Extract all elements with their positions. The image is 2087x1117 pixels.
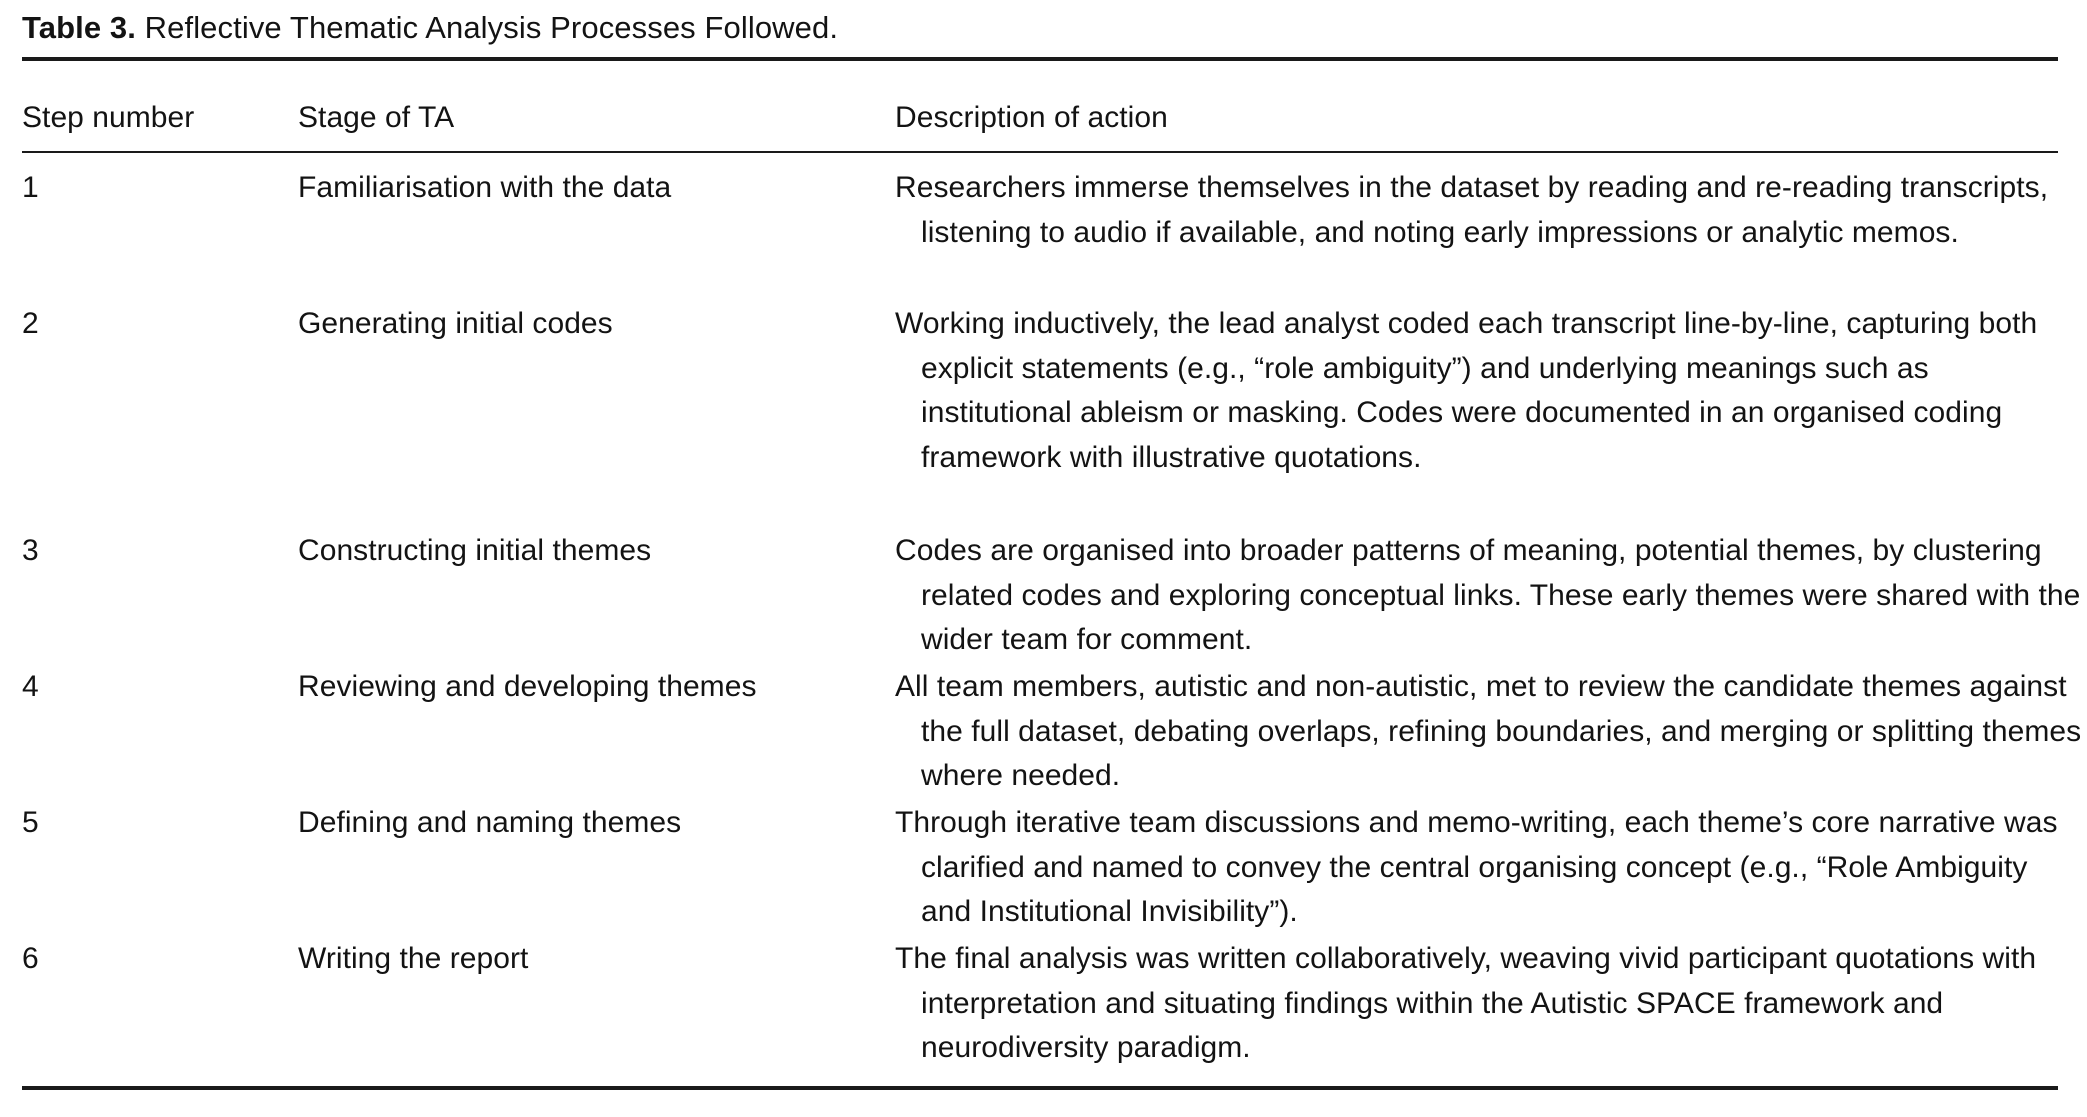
cell-stage-of-ta: Defining and naming themes [298, 806, 682, 839]
table-bottom-rule [22, 1086, 2058, 1090]
cell-step-number: 2 [22, 307, 39, 340]
table-caption: Table 3. Reflective Thematic Analysis Pr… [22, 6, 2062, 50]
cell-description-of-action: All team members, autistic and non-autis… [895, 670, 2082, 792]
cell-stage-of-ta: Generating initial codes [298, 307, 613, 340]
column-header-stage-of-ta: Stage of TA [298, 101, 455, 134]
cell-step-number: 4 [22, 670, 39, 703]
cell-description-of-action: Through iterative team discussions and m… [895, 806, 2058, 928]
table-header-row: Step number Stage of TA Description of a… [0, 96, 2087, 146]
cell-stage-of-ta: Writing the report [298, 942, 529, 975]
cell-description-of-action: Codes are organised into broader pattern… [895, 534, 2081, 656]
table-caption-label: Table 3. [22, 10, 136, 45]
table-header-rule [22, 151, 2058, 153]
cell-step-number: 1 [22, 171, 39, 204]
column-header-step-number: Step number [22, 101, 195, 134]
table-top-rule [22, 57, 2058, 61]
cell-description-of-action: The final analysis was written collabora… [895, 942, 2037, 1064]
cell-stage-of-ta: Reviewing and developing themes [298, 670, 757, 703]
cell-step-number: 3 [22, 534, 39, 567]
column-header-description-of-action: Description of action [895, 101, 1168, 134]
cell-stage-of-ta: Constructing initial themes [298, 534, 652, 567]
cell-description-of-action: Researchers immerse themselves in the da… [895, 171, 2049, 249]
cell-step-number: 6 [22, 942, 39, 975]
table-caption-text: Reflective Thematic Analysis Processes F… [144, 10, 839, 45]
cell-step-number: 5 [22, 806, 39, 839]
cell-stage-of-ta: Familiarisation with the data [298, 171, 672, 204]
cell-description-of-action: Working inductively, the lead analyst co… [895, 307, 2038, 474]
